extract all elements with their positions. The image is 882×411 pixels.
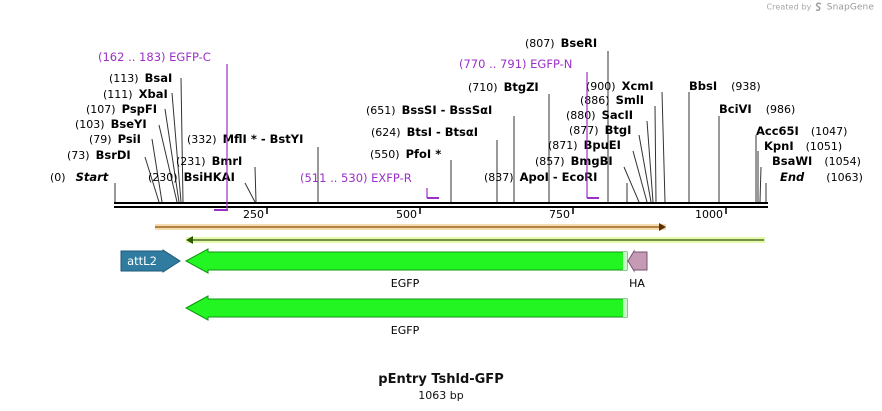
site-line-xbai xyxy=(171,92,182,203)
site-bsrdi: (73)BsrDI xyxy=(67,148,131,162)
site-line-bseyi xyxy=(158,124,178,203)
site-bsssi: (651)BssSI - BssSαI xyxy=(366,103,492,117)
site-line-xcmi xyxy=(661,91,666,203)
site-start: (0)Start xyxy=(50,170,109,184)
primers: (162 .. 183) EGFP-C (511 .. 530) EXFP-R … xyxy=(98,50,599,211)
snapgene-logo-icon xyxy=(815,2,822,11)
site-line-sacii xyxy=(646,120,654,203)
tick-750-label: 750 xyxy=(549,208,570,221)
site-bpuei: (871)BpuEI xyxy=(548,138,621,152)
site-psii: (79)PsiI xyxy=(89,132,141,146)
primer-exfp-r-label: (511 .. 530) EXFP-R xyxy=(300,171,412,185)
site-bbsi: BbsI(938) xyxy=(689,79,761,93)
site-sacii: (880)SacII xyxy=(566,108,633,122)
site-mfli: (332)MflI * - BstYI xyxy=(187,132,303,146)
feature-attl2[interactable]: attL2 xyxy=(120,249,181,273)
site-line-bsai xyxy=(180,77,184,203)
watermark-prefix: Created by xyxy=(766,2,812,12)
site-bsai: (113)BsaI xyxy=(109,71,172,85)
ha-label: HA xyxy=(629,277,645,290)
site-lines xyxy=(114,51,767,203)
site-btgi: (877)BtgI xyxy=(569,123,631,137)
site-btgzi: (710)BtgZI xyxy=(468,80,539,94)
ha-arrow xyxy=(627,249,648,273)
site-xcmi: (900)XcmI xyxy=(586,79,654,93)
site-bsawi: BsaWI(1054) xyxy=(772,154,861,168)
site-bmri: (231)BmrI xyxy=(176,154,242,168)
tick-1000-label: 1000 xyxy=(695,208,723,221)
tick-500-label: 500 xyxy=(396,208,417,221)
orf-reverse-arrowhead-icon xyxy=(186,236,193,244)
site-bseri: (807)BseRI xyxy=(525,36,597,50)
tick-250-label: 250 xyxy=(243,208,264,221)
egfp-2-arrow xyxy=(184,295,628,321)
site-bmgbi: (857)BmgBI xyxy=(535,154,613,168)
site-labels: (0)Start (73)BsrDI (79)PsiI (103)BseYI (… xyxy=(50,36,863,184)
site-line-pspfi xyxy=(164,108,180,203)
site-line-bpuei xyxy=(632,150,648,203)
feature-egfp-2[interactable]: EGFP xyxy=(184,295,628,337)
site-line-smli xyxy=(654,105,657,203)
site-kpni: KpnI(1051) xyxy=(764,139,842,153)
site-smli: (886)SmlI xyxy=(580,93,644,107)
egfp-2-label: EGFP xyxy=(391,324,420,337)
egfp-1-label: EGFP xyxy=(391,277,420,290)
primer-egfp-n-label: (770 .. 791) EGFP-N xyxy=(459,57,572,71)
backbone-ticks: 250 500 750 1000 xyxy=(243,207,727,221)
site-bseyi: (103)BseYI xyxy=(75,117,147,131)
site-line-btgi xyxy=(638,134,652,203)
orf-reverse-track xyxy=(186,236,765,244)
egfp-1-arrow xyxy=(184,248,628,274)
site-xbai: (111)XbaI xyxy=(103,87,168,101)
site-acc65i: Acc65I(1047) xyxy=(756,124,847,138)
snapgene-watermark: Created by SnapGene xyxy=(766,2,874,13)
site-apoi: (837)ApoI - EcoRI xyxy=(484,170,597,184)
site-bcivi: BciVI(986) xyxy=(719,102,795,116)
orf-forward-track xyxy=(155,223,666,231)
site-pspfi: (107)PspFI xyxy=(86,102,157,116)
map-length: 1063 bp xyxy=(418,389,464,402)
map-title: pEntry Tshld-GFP xyxy=(378,372,504,387)
site-line-bmri xyxy=(254,166,257,203)
attl2-label: attL2 xyxy=(127,254,157,268)
egfp-2-end-cap xyxy=(623,299,627,317)
site-line-bsihkai xyxy=(244,182,256,203)
orf-forward-arrowhead-icon xyxy=(659,223,666,231)
site-bsihkai: (230)BsiHKAI xyxy=(148,170,235,184)
site-line-bsrdi xyxy=(144,156,160,203)
attl2-arrow xyxy=(120,249,181,273)
site-line-bsawi xyxy=(759,166,762,203)
feature-egfp-1[interactable]: EGFP xyxy=(184,248,628,290)
site-line-psii xyxy=(151,138,163,203)
site-btsi: (624)BtsI - BtsαI xyxy=(371,125,478,139)
feature-ha[interactable]: HA xyxy=(627,249,648,290)
watermark-brand: SnapGene xyxy=(826,2,874,13)
site-line-bmgbi xyxy=(623,166,640,203)
primer-egfp-c-label: (162 .. 183) EGFP-C xyxy=(98,50,211,64)
site-pfoi: (550)PfoI * xyxy=(370,147,441,161)
site-end: End(1063) xyxy=(780,170,863,184)
egfp-1-end-cap xyxy=(623,252,627,270)
